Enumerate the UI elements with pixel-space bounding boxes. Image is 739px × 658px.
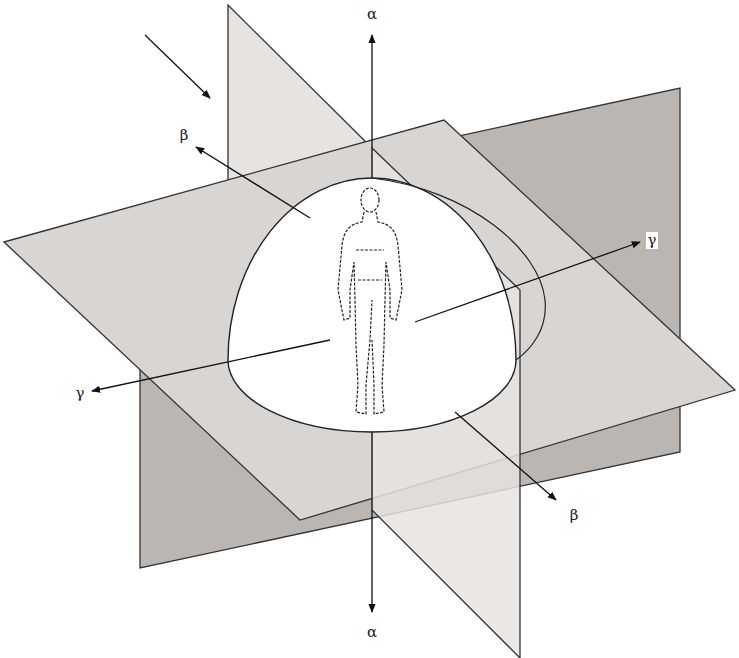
hemisphere-edge [372,178,545,360]
axis-label: α [365,624,379,641]
axis-arrows [92,35,640,612]
human-figure [338,188,402,414]
axis-label: γ [74,385,87,402]
horizontal-plane [4,120,735,520]
axis-label: γ [646,232,659,249]
axis-label: β [568,507,581,524]
axis-label: α [365,6,379,23]
hemisphere [228,178,516,432]
axis-label: β [178,127,191,144]
